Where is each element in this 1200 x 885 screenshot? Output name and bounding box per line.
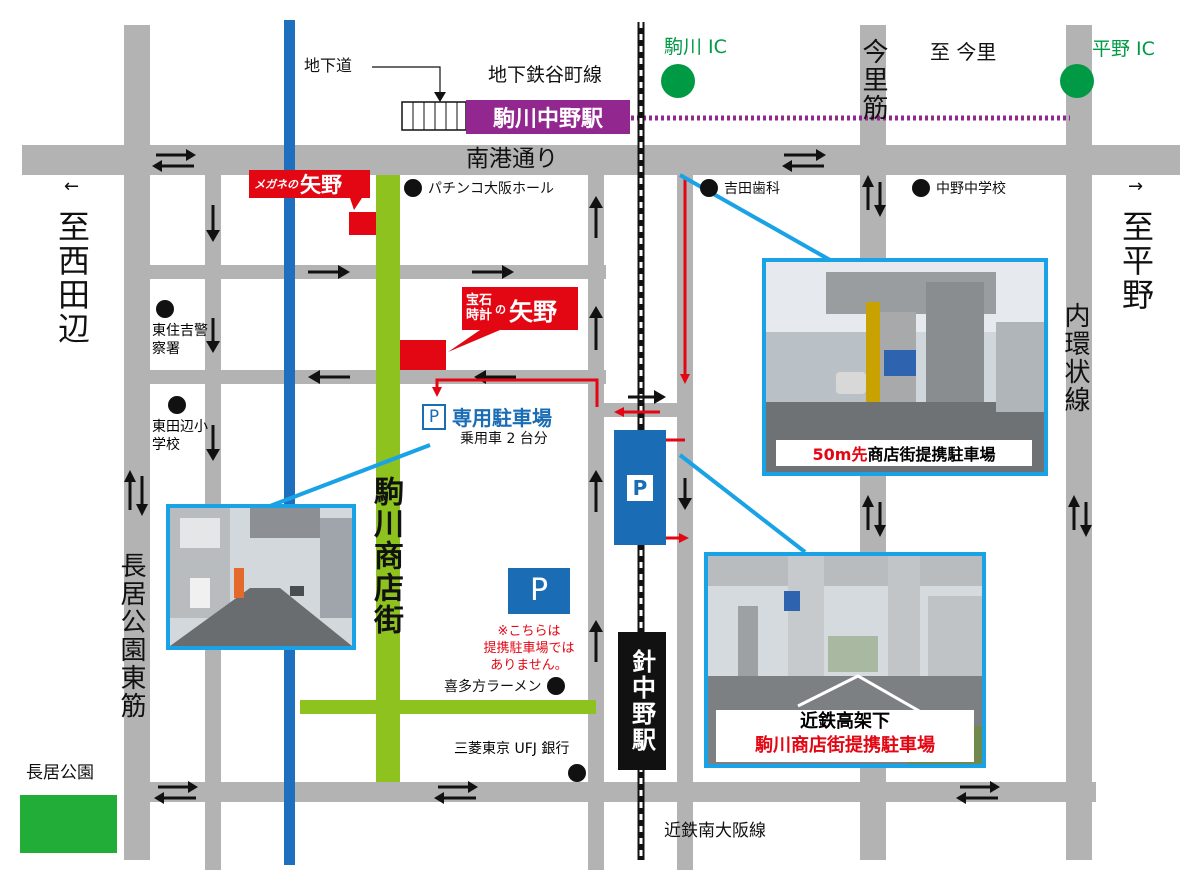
photo-parking-50m-image <box>766 262 1044 472</box>
landmark-yoshida-dental: 吉田歯科 <box>700 178 780 198</box>
landmark-dot-icon <box>912 179 930 197</box>
to-hirano-label: 至平野 <box>1117 210 1155 312</box>
landmark-police: 東住吉警察署 <box>152 300 208 358</box>
private-parking-label: P 専用駐車場 <box>422 402 552 431</box>
landmark-dot-icon <box>547 677 566 695</box>
parking-icon: P <box>422 403 446 430</box>
landmark-dot-icon <box>156 300 174 318</box>
landmark-kitakata-ramen: 喜多方ラーメン <box>444 676 566 696</box>
river <box>284 20 295 865</box>
subway-line-label: 地下鉄谷町線 <box>488 64 603 86</box>
to-nishitanabe-arrow: ← <box>64 176 80 197</box>
ic-komagawa-label: 駒川 IC <box>664 36 727 58</box>
other-parking-notice: ※こちらは 提携駐車場では ありません。 <box>483 624 575 673</box>
komagawa-nakano-station-name: 駒川中野駅 <box>492 107 603 132</box>
traffic-arrows <box>124 149 1092 804</box>
shopping-street-branch <box>300 700 596 714</box>
underpass-label: 地下道 <box>304 56 353 75</box>
jewelry-callout <box>448 287 578 352</box>
megane-callout <box>249 170 370 210</box>
ic-hirano-icon <box>1060 64 1094 98</box>
komagawa-shotengai-label: 駒川商店街 <box>368 476 403 636</box>
landmark-mufg: 三菱東京 UFJ 銀行 <box>454 738 592 782</box>
photo-pointer <box>269 443 431 508</box>
to-imazato-label: 至 今里 <box>930 40 997 64</box>
store-jewelry-yano-marker <box>400 340 446 370</box>
landmark-nakano-junior-high: 中野中学校 <box>912 178 1006 198</box>
photo-private-parking <box>166 504 356 650</box>
store-megane-yano-label: メガネの 矢野 <box>254 172 342 197</box>
nanko-dori-label: 南港通り <box>466 146 558 172</box>
road-bottom <box>146 782 1096 802</box>
imazato-suji-label: 今里筋 <box>858 38 888 122</box>
nagai-koen-label: 長居公園 <box>26 763 94 783</box>
road-vertical <box>677 170 693 870</box>
komagawa-shopping-street <box>376 175 400 782</box>
other-parking-p: P <box>529 573 549 608</box>
ic-komagawa-icon <box>661 64 695 98</box>
other-parking-area <box>508 568 570 614</box>
landmark-school: 東田辺小学校 <box>152 396 208 454</box>
photo-private-parking-image <box>170 508 352 646</box>
photo-parking-50m-caption: 50m先 商店街提携駐車場 <box>776 440 1032 466</box>
landmark-dot-icon <box>568 764 586 782</box>
photo-parking-50m <box>762 258 1048 476</box>
underpass-pointer <box>372 66 441 100</box>
route-arrows <box>432 178 690 543</box>
komagawa-nakano-station-sign: 駒川中野駅 <box>466 100 630 134</box>
store-jewelry-yano-label: 宝石 時計 の 矢野 <box>466 293 558 326</box>
store-megane-yano-marker <box>349 212 376 235</box>
nagai-koen-higashi-suji-label: 長居公園東筋 <box>116 552 146 720</box>
kintetsu-line-label: 近鉄南大阪線 <box>664 821 766 841</box>
route-to-private-parking <box>432 378 599 407</box>
underpass-icon <box>401 101 467 131</box>
harinakano-station-sign: 針中野駅 <box>618 632 666 770</box>
ic-hirano-label: 平野 IC <box>1092 38 1155 60</box>
road-nagai-koen-higashi-suji <box>124 25 150 860</box>
landmark-pachinko: パチンコ大阪ホール <box>404 178 554 198</box>
photo-kintetsu-parking-caption: 近鉄高架下 駒川商店街提携駐車場 <box>716 710 974 762</box>
road-naikanjo-sen <box>1066 25 1092 860</box>
naikanjo-sen-label: 内環状線 <box>1060 302 1090 414</box>
landmark-dot-icon <box>168 396 186 414</box>
photo-pointer <box>678 453 807 554</box>
harinakano-station-name: 針中野駅 <box>627 649 656 753</box>
to-hirano-arrow: → <box>1128 176 1144 197</box>
private-parking-capacity: 乗用車 2 台分 <box>460 431 548 447</box>
to-nishitanabe-label: 至西田辺 <box>53 210 91 346</box>
landmark-dot-icon <box>404 179 422 197</box>
road-vertical <box>588 170 604 870</box>
landmark-dot-icon <box>700 179 718 197</box>
nagai-park-area <box>20 795 117 853</box>
railway-parking-p: P <box>632 476 648 500</box>
